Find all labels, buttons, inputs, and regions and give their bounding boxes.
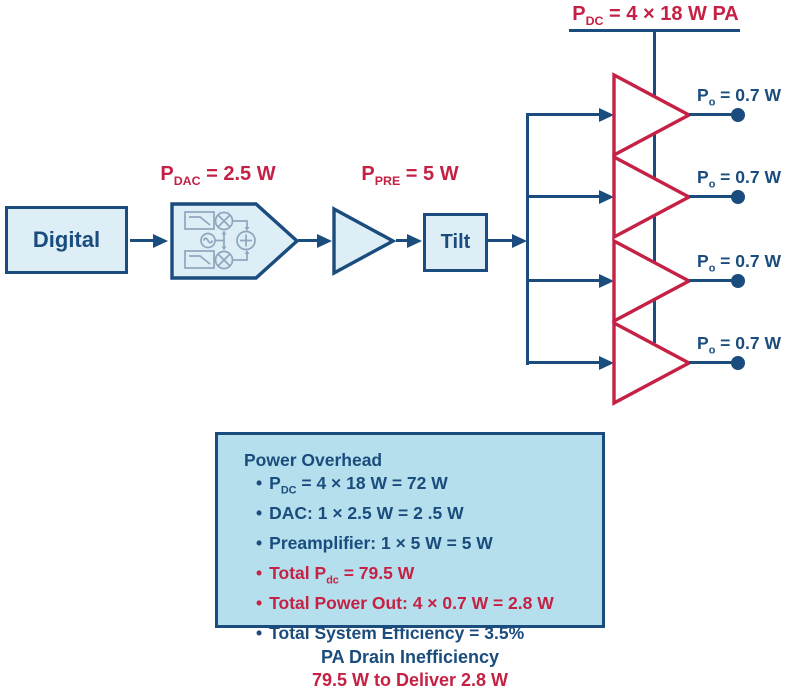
arrow-preamp-to-tilt	[396, 239, 408, 242]
output-power-label-2: Po = 0.7 W	[697, 167, 781, 191]
summer-icon	[236, 230, 256, 251]
panel-bullet-item-5: •Total Power Out: 4 × 0.7 W = 2.8 W	[256, 592, 554, 613]
dac-internal-wires	[215, 220, 250, 261]
branch-line-4	[528, 361, 599, 364]
branch-line-2	[528, 195, 599, 198]
tilt-block: Tilt	[423, 213, 488, 272]
bullet-icon: •	[256, 562, 263, 583]
output-line-1	[689, 113, 734, 116]
output-power-label-3: Po = 0.7 W	[697, 251, 781, 275]
caption-line1: PA Drain Inefficiency	[320, 647, 500, 667]
low-pass-filter-icon	[184, 211, 215, 230]
pa-block-1	[612, 72, 693, 158]
preamp-power-label: PPRE = 5 W	[361, 163, 459, 188]
supply-bus-line	[569, 29, 740, 32]
panel-bullet-item-3: •Preamplifier: 1 × 5 W = 5 W	[256, 532, 493, 553]
pa-triangle-2	[612, 154, 693, 240]
panel-title: Power Overhead	[244, 450, 383, 470]
preamp-block	[332, 206, 397, 276]
pa-triangle-3	[612, 238, 693, 324]
caption-line2: 79.5 W to Deliver 2.8 W	[311, 670, 509, 690]
branch-line-1	[528, 113, 599, 116]
bullet-icon: •	[256, 502, 263, 523]
dac-pentagon	[170, 202, 300, 280]
branch-arrowhead-2	[599, 189, 614, 204]
low-pass-filter-icon	[184, 250, 215, 269]
arrow-tilt-to-splitter	[488, 239, 513, 242]
dac-block	[170, 202, 300, 280]
pa-triangle-4	[612, 320, 693, 406]
digital-block: Digital	[5, 206, 128, 274]
bullet-icon: •	[256, 623, 263, 644]
pa-block-4	[612, 320, 693, 406]
power-overhead-panel: Power Overhead •PDC = 4 × 18 W = 72 W •D…	[215, 432, 605, 643]
digital-block-label: Digital	[32, 227, 101, 252]
output-line-4	[689, 361, 734, 364]
splitter-line	[526, 113, 529, 365]
preamp-triangle	[332, 206, 397, 276]
arrow-digital-to-dac	[130, 239, 154, 242]
output-line-2	[689, 195, 734, 198]
pa-supply-label: PDC = 4 × 18 W PA	[572, 3, 739, 28]
output-power-label-4: Po = 0.7 W	[697, 333, 781, 357]
pa-block-2	[612, 154, 693, 240]
panel-bullet-item-6: •Total System Efficiency = 3.5%	[256, 623, 525, 644]
output-dot-3	[731, 273, 745, 288]
arrowhead-dac-to-preamp	[317, 234, 332, 248]
output-power-label-1: Po = 0.7 W	[697, 85, 781, 109]
dac-power-label: PDAC = 2.5 W	[160, 163, 276, 188]
pa-triangle-1	[612, 72, 693, 158]
arrowhead-digital-to-dac	[153, 234, 168, 248]
output-dot-4	[731, 355, 745, 370]
output-line-3	[689, 279, 734, 282]
panel-bullet-item-1: •PDC = 4 × 18 W = 72 W	[256, 472, 448, 497]
pa-block-3	[612, 238, 693, 324]
bullet-icon: •	[256, 472, 263, 493]
branch-arrowhead-3	[599, 273, 614, 288]
output-dot-2	[731, 189, 745, 204]
arrowhead-tilt-to-splitter	[512, 234, 527, 248]
bullet-icon: •	[256, 532, 263, 553]
panel-bullet-item-2: •DAC: 1 × 2.5 W = 2 .5 W	[256, 502, 464, 523]
output-dot-1	[731, 107, 745, 122]
tilt-block-label: Tilt	[440, 231, 471, 253]
arrowhead-preamp-to-tilt	[407, 234, 422, 248]
panel-bullet-item-4: •Total Pdc = 79.5 W	[256, 562, 415, 587]
bullet-icon: •	[256, 592, 263, 613]
branch-arrowhead-1	[599, 107, 614, 122]
branch-line-3	[528, 279, 599, 282]
branch-arrowhead-4	[599, 355, 614, 370]
arrow-dac-to-preamp	[298, 239, 318, 242]
